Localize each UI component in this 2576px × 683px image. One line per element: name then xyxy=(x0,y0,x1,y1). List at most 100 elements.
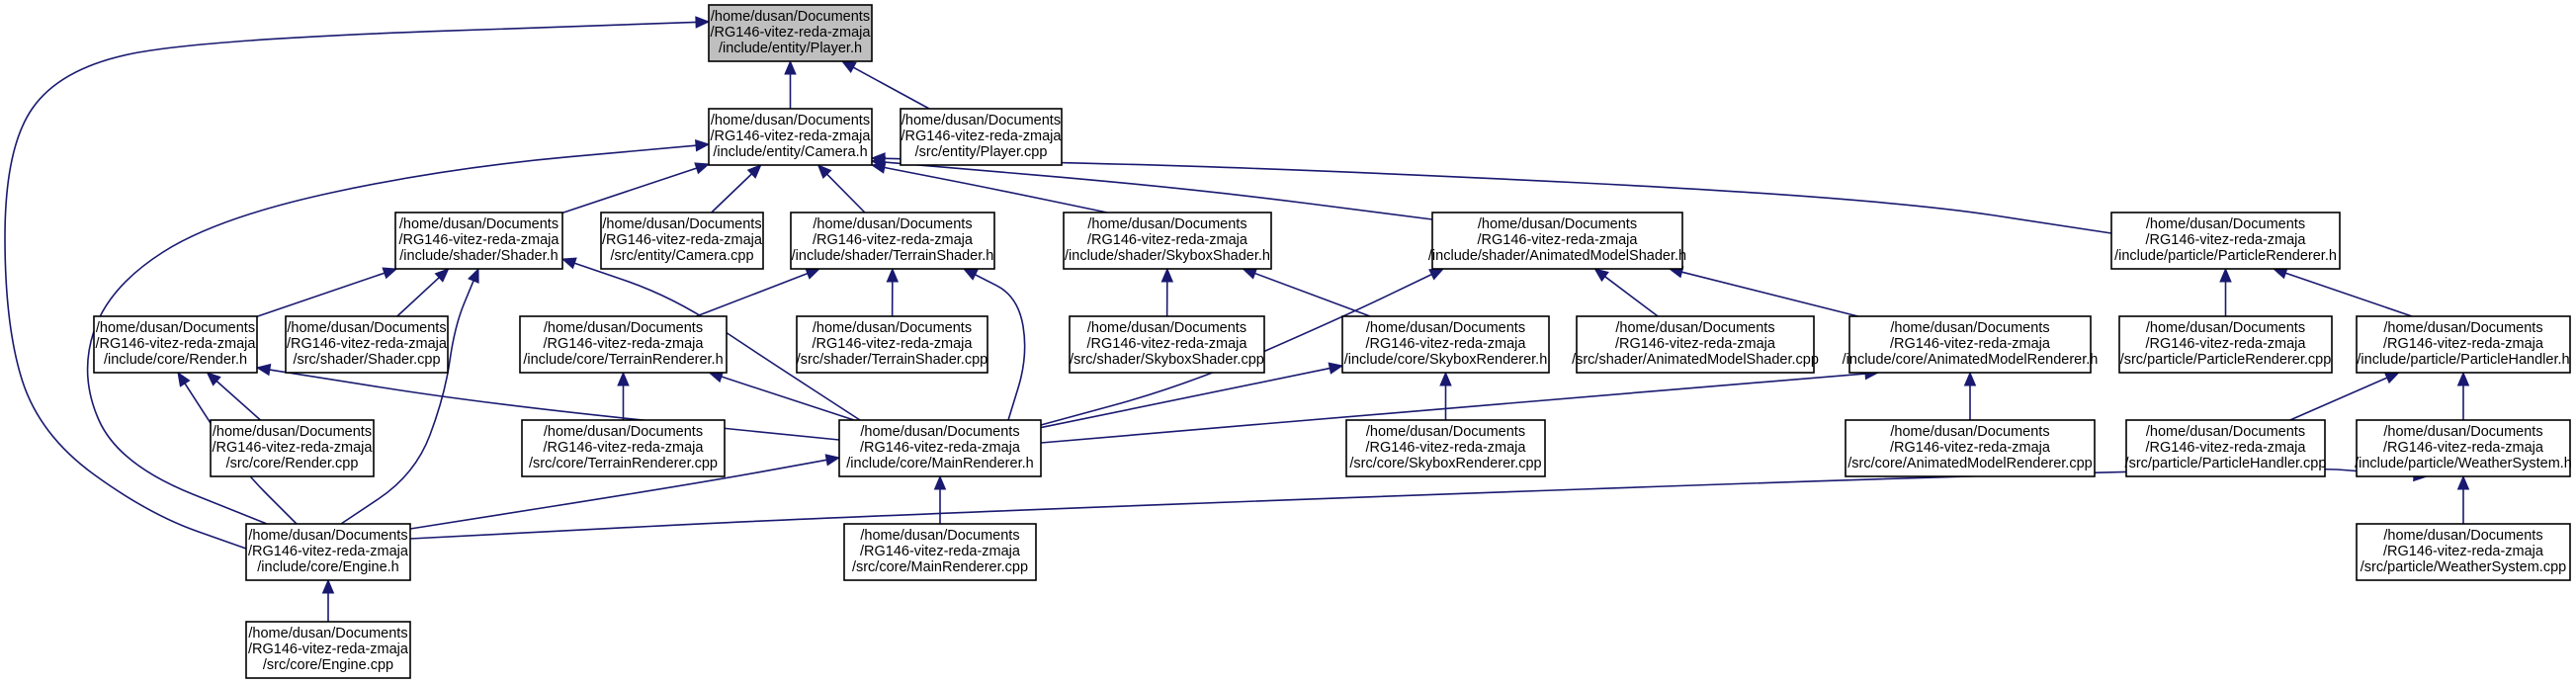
edge-render-h-to-shader-h-arrowhead xyxy=(382,267,398,280)
edge-mainrenderer-h-to-terrainrenderer-h xyxy=(721,376,855,421)
node-box[interactable] xyxy=(1576,315,1815,374)
edge-skyboxrenderer-h-to-skyboxshader-h-arrowhead xyxy=(1242,267,1258,280)
node-label-line: /home/dusan/Documents xyxy=(1478,216,1637,232)
edge-terrainrenderer-cpp-to-terrainrenderer-h-arrowhead xyxy=(617,371,630,386)
node-skyboxrenderer-cpp[interactable]: /home/dusan/Documents/RG146-vitez-reda-z… xyxy=(1345,419,1546,477)
node-mainrenderer-h[interactable]: /home/dusan/Documents/RG146-vitez-reda-z… xyxy=(838,419,1042,477)
node-box[interactable] xyxy=(285,315,449,374)
edge-mainrenderer-h-to-animshader-h xyxy=(1040,273,1432,426)
edge-particlehandler-h-to-particlerenderer-h xyxy=(2285,272,2413,317)
node-label-line: /include/shader/SkyboxShader.h xyxy=(1065,248,1270,264)
node-label-line: /home/dusan/Documents xyxy=(813,320,972,336)
node-box[interactable] xyxy=(900,108,1063,166)
node-animshader-h[interactable]: /home/dusan/Documents/RG146-vitez-reda-z… xyxy=(1428,212,1686,270)
edge-weathersystem-cpp-to-weathersystem-h-arrowhead xyxy=(2456,474,2470,490)
edge-render-h-to-shader-h xyxy=(256,272,386,318)
node-box[interactable] xyxy=(93,315,258,374)
edge-engine-h-to-player-h-arrowhead xyxy=(695,16,711,29)
node-engine-h[interactable]: /home/dusan/Documents/RG146-vitez-reda-z… xyxy=(245,523,411,581)
node-animrenderer-h[interactable]: /home/dusan/Documents/RG146-vitez-reda-z… xyxy=(1843,315,2099,374)
node-label-line: /RG146-vitez-reda-zmaja xyxy=(602,232,763,248)
node-label-line: /include/particle/ParticleRenderer.h xyxy=(2114,248,2337,264)
node-box[interactable] xyxy=(708,108,873,166)
node-box[interactable] xyxy=(838,419,1042,477)
node-box[interactable] xyxy=(245,621,411,679)
node-box[interactable] xyxy=(1848,315,2092,374)
node-box[interactable] xyxy=(1431,212,1683,270)
node-skyboxrenderer-h[interactable]: /home/dusan/Documents/RG146-vitez-reda-z… xyxy=(1341,315,1550,374)
node-box[interactable] xyxy=(394,212,563,270)
node-particlehandler-h[interactable]: /home/dusan/Documents/RG146-vitez-reda-z… xyxy=(2356,315,2571,374)
node-label-line: /home/dusan/Documents xyxy=(711,113,870,128)
node-weathersystem-h[interactable]: /home/dusan/Documents/RG146-vitez-reda-z… xyxy=(2355,419,2572,477)
node-player-cpp[interactable]: /home/dusan/Documents/RG146-vitez-reda-z… xyxy=(900,108,1063,166)
node-mainrenderer-cpp[interactable]: /home/dusan/Documents/RG146-vitez-reda-z… xyxy=(843,523,1037,581)
edge-engine-h-to-weathersystem-h xyxy=(409,468,2415,540)
node-label-line: /RG146-vitez-reda-zmaja xyxy=(1366,440,1527,456)
edge-skyboxrenderer-cpp-to-skyboxrenderer-h-arrowhead xyxy=(1439,371,1452,386)
node-weathersystem-cpp[interactable]: /home/dusan/Documents/RG146-vitez-reda-z… xyxy=(2356,523,2571,581)
node-box[interactable] xyxy=(2118,315,2333,374)
node-box[interactable] xyxy=(1345,419,1546,477)
edge-engine-cpp-to-engine-h-arrowhead xyxy=(321,578,335,594)
node-box[interactable] xyxy=(790,212,995,270)
node-terrainshader-h[interactable]: /home/dusan/Documents/RG146-vitez-reda-z… xyxy=(790,212,995,270)
node-shader-h[interactable]: /home/dusan/Documents/RG146-vitez-reda-z… xyxy=(394,212,563,270)
node-terrainshader-cpp[interactable]: /home/dusan/Documents/RG146-vitez-reda-z… xyxy=(796,315,988,374)
node-label-line: /home/dusan/Documents xyxy=(2383,424,2542,440)
node-box[interactable] xyxy=(600,212,764,270)
node-label-line: /home/dusan/Documents xyxy=(2146,320,2305,336)
node-box[interactable] xyxy=(2356,523,2571,581)
node-engine-cpp[interactable]: /home/dusan/Documents/RG146-vitez-reda-z… xyxy=(245,621,411,679)
node-label-line: /RG146-vitez-reda-zmaja xyxy=(213,440,374,456)
node-camera-cpp[interactable]: /home/dusan/Documents/RG146-vitez-reda-z… xyxy=(600,212,764,270)
node-label-line: /src/entity/Camera.cpp xyxy=(610,248,753,264)
node-label-line: /src/shader/AnimatedModelShader.cpp xyxy=(1572,352,1819,368)
node-box[interactable] xyxy=(1341,315,1550,374)
node-box[interactable] xyxy=(2356,315,2571,374)
node-label-line: /home/dusan/Documents xyxy=(96,320,255,336)
node-render-cpp[interactable]: /home/dusan/Documents/RG146-vitez-reda-z… xyxy=(210,419,375,477)
node-box[interactable] xyxy=(708,4,873,62)
node-box[interactable] xyxy=(210,419,375,477)
node-box[interactable] xyxy=(2356,419,2571,477)
node-box[interactable] xyxy=(2125,419,2326,477)
node-label-line: /src/core/AnimatedModelRenderer.cpp xyxy=(1847,456,2092,471)
node-particlerenderer-cpp[interactable]: /home/dusan/Documents/RG146-vitez-reda-z… xyxy=(2118,315,2333,374)
node-box[interactable] xyxy=(245,523,411,581)
edge-engine-h-to-shader-h-arrowhead xyxy=(468,267,479,284)
node-shader-cpp[interactable]: /home/dusan/Documents/RG146-vitez-reda-z… xyxy=(285,315,449,374)
node-label-line: /include/core/SkyboxRenderer.h xyxy=(1344,352,1548,368)
node-terrainrenderer-h[interactable]: /home/dusan/Documents/RG146-vitez-reda-z… xyxy=(519,315,728,374)
node-skyboxshader-cpp[interactable]: /home/dusan/Documents/RG146-vitez-reda-z… xyxy=(1069,315,1265,374)
node-box[interactable] xyxy=(1845,419,2096,477)
node-label-line: /home/dusan/Documents xyxy=(860,528,1019,544)
node-skyboxshader-h[interactable]: /home/dusan/Documents/RG146-vitez-reda-z… xyxy=(1063,212,1272,270)
node-box[interactable] xyxy=(1063,212,1272,270)
node-player-h[interactable]: /home/dusan/Documents/RG146-vitez-reda-z… xyxy=(708,4,873,62)
node-box[interactable] xyxy=(519,315,728,374)
node-box[interactable] xyxy=(843,523,1037,581)
node-animrenderer-cpp[interactable]: /home/dusan/Documents/RG146-vitez-reda-z… xyxy=(1845,419,2096,477)
node-label-line: /home/dusan/Documents xyxy=(287,320,446,336)
node-box[interactable] xyxy=(521,419,726,477)
node-label-line: /include/entity/Camera.h xyxy=(713,144,867,160)
edge-engine-h-to-player-h xyxy=(4,21,697,550)
node-box[interactable] xyxy=(1069,315,1265,374)
node-label-line: /RG146-vitez-reda-zmaja xyxy=(248,641,409,657)
node-camera-h[interactable]: /home/dusan/Documents/RG146-vitez-reda-z… xyxy=(708,108,873,166)
edge-player-cpp-to-player-h-arrowhead xyxy=(840,60,857,73)
node-label-line: /include/shader/TerrainShader.h xyxy=(792,248,994,264)
node-animshader-cpp[interactable]: /home/dusan/Documents/RG146-vitez-reda-z… xyxy=(1572,315,1819,374)
node-particlerenderer-h[interactable]: /home/dusan/Documents/RG146-vitez-reda-z… xyxy=(2110,212,2341,270)
node-label-line: /src/core/TerrainRenderer.cpp xyxy=(529,456,718,471)
node-label-line: /src/entity/Player.cpp xyxy=(915,144,1048,160)
node-label-line: /src/particle/ParticleHandler.cpp xyxy=(2125,456,2327,471)
node-render-h[interactable]: /home/dusan/Documents/RG146-vitez-reda-z… xyxy=(93,315,258,374)
node-particlehandler-cpp[interactable]: /home/dusan/Documents/RG146-vitez-reda-z… xyxy=(2125,419,2327,477)
node-terrainrenderer-cpp[interactable]: /home/dusan/Documents/RG146-vitez-reda-z… xyxy=(521,419,726,477)
node-label-line: /RG146-vitez-reda-zmaja xyxy=(2146,336,2307,352)
node-box[interactable] xyxy=(796,315,988,374)
edge-camera-h-to-player-h-arrowhead xyxy=(784,59,797,75)
node-box[interactable] xyxy=(2110,212,2341,270)
